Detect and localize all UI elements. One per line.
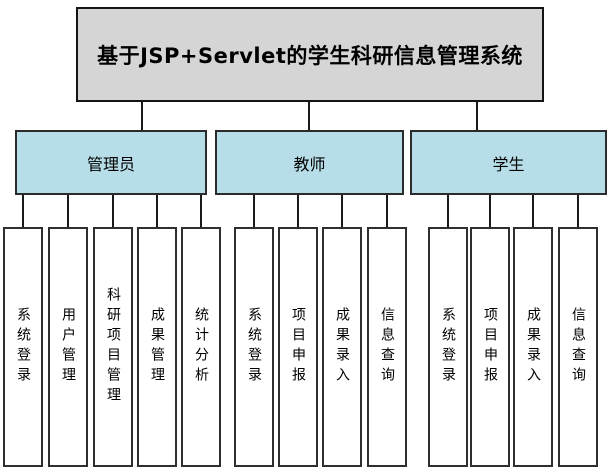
root-node-system-title: 基于JSP+Servlet的学生科研信息管理系统: [76, 7, 544, 102]
leaf-label: 系统登录: [440, 307, 456, 387]
root-node-label: 基于JSP+Servlet的学生科研信息管理系统: [97, 43, 523, 68]
connector-student-info-query: [577, 195, 579, 227]
leaf-teacher-system-login: 系统登录: [234, 227, 274, 467]
leaf-label: 系统登录: [15, 307, 31, 387]
leaf-label: 信息查询: [570, 307, 586, 387]
connector-teacher-info-query: [386, 195, 388, 227]
connector-admin-stats: [200, 195, 202, 227]
connector-admin-achievement-mgmt: [156, 195, 158, 227]
leaf-label: 成果录入: [334, 307, 350, 387]
role-node-student: 学生: [410, 130, 607, 195]
leaf-admin-user-mgmt: 用户管理: [48, 227, 88, 467]
connector-admin-login: [22, 195, 24, 227]
role-node-student-label: 学生: [492, 154, 525, 174]
leaf-student-info-query: 信息查询: [558, 227, 598, 467]
leaf-label: 成果管理: [149, 307, 165, 387]
connector-admin-user-mgmt: [67, 195, 69, 227]
connector-student-project-apply: [489, 195, 491, 227]
role-node-teacher-label: 教师: [293, 154, 326, 174]
leaf-teacher-achievement-entry: 成果录入: [322, 227, 362, 467]
role-node-admin: 管理员: [15, 130, 207, 195]
leaf-label: 成果录入: [525, 307, 541, 387]
connector-student-login: [447, 195, 449, 227]
leaf-student-achievement-entry: 成果录入: [513, 227, 553, 467]
leaf-label: 系统登录: [246, 307, 262, 387]
leaf-admin-statistics-analysis: 统计分析: [181, 227, 221, 467]
leaf-admin-research-project-mgmt: 科研项目管理: [93, 227, 133, 467]
leaf-label: 项目申报: [482, 307, 498, 387]
leaf-label: 统计分析: [193, 307, 209, 387]
connector-teacher-project-apply: [297, 195, 299, 227]
connector-admin-project-mgmt: [112, 195, 114, 227]
leaf-label: 科研项目管理: [105, 287, 121, 407]
connector-root-teacher: [308, 102, 310, 130]
leaf-student-project-apply: 项目申报: [470, 227, 510, 467]
leaf-admin-achievement-mgmt: 成果管理: [137, 227, 177, 467]
leaf-label: 用户管理: [60, 307, 76, 387]
leaf-teacher-project-apply: 项目申报: [278, 227, 318, 467]
connector-root-admin: [141, 102, 143, 130]
connector-student-achievement-entry: [532, 195, 534, 227]
leaf-student-system-login: 系统登录: [428, 227, 468, 467]
leaf-admin-system-login: 系统登录: [3, 227, 43, 467]
connector-root-student: [476, 102, 478, 130]
leaf-label: 项目申报: [290, 307, 306, 387]
leaf-label: 信息查询: [379, 307, 395, 387]
role-node-teacher: 教师: [215, 130, 404, 195]
role-node-admin-label: 管理员: [86, 154, 135, 174]
leaf-teacher-info-query: 信息查询: [367, 227, 407, 467]
connector-teacher-achievement-entry: [341, 195, 343, 227]
connector-teacher-login: [253, 195, 255, 227]
